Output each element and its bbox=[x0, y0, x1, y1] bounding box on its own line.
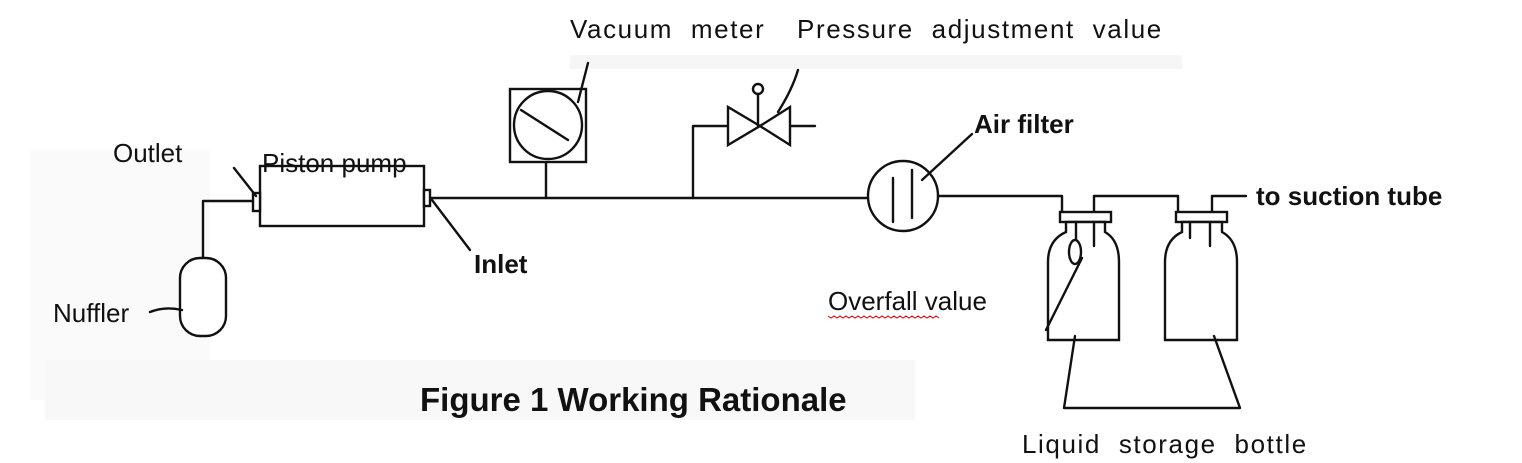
label-pressure-valve: Pressure adjustment value bbox=[797, 14, 1163, 44]
leader-liquid-storage-bottle bbox=[1062, 334, 1242, 410]
pump-inlet-port bbox=[422, 188, 432, 208]
scan-patch-top bbox=[570, 55, 1182, 69]
leader-inlet bbox=[430, 198, 472, 252]
label-vacuum-meter: Vacuum meter bbox=[570, 14, 765, 44]
filter-to-bottle-pipe bbox=[936, 194, 1064, 214]
label-inlet: Inlet bbox=[474, 249, 528, 279]
label-muffler: Nuffler bbox=[53, 298, 129, 328]
label-overfall-valve: Overfall value bbox=[828, 286, 987, 316]
valve-pipe bbox=[691, 124, 730, 200]
label-to-suction-tube: to suction tube bbox=[1256, 181, 1442, 211]
bottle-1-cap bbox=[1058, 210, 1113, 224]
overfall-valve bbox=[1067, 238, 1083, 266]
leader-outlet bbox=[232, 166, 258, 198]
leader-pressure-valve bbox=[776, 68, 800, 114]
leader-air-filter bbox=[920, 132, 974, 182]
air-filter bbox=[866, 159, 940, 233]
leader-vacuum-meter bbox=[576, 61, 590, 104]
figure-title: Figure 1 Working Rationale bbox=[420, 381, 847, 418]
leader-muffler bbox=[148, 307, 184, 314]
label-outlet: Outlet bbox=[113, 138, 183, 168]
bottle-2-cap bbox=[1174, 210, 1229, 224]
liquid-storage-bottle-2 bbox=[1163, 220, 1239, 342]
muffler bbox=[178, 256, 228, 338]
suction-tube-pipe bbox=[1210, 194, 1248, 214]
label-air-filter: Air filter bbox=[974, 109, 1074, 139]
valve-knob bbox=[751, 82, 765, 96]
bottle-link-pipe bbox=[1092, 194, 1180, 214]
spellcheck-underline bbox=[827, 315, 940, 319]
scan-patch-bottom bbox=[45, 360, 915, 420]
valve-body-right bbox=[757, 104, 792, 148]
label-liquid-storage-bottle: Liquid storage bottle bbox=[1022, 429, 1308, 459]
vacuum-meter-needle bbox=[519, 108, 570, 142]
liquid-storage-bottle-1 bbox=[1046, 220, 1121, 342]
valve-body-left bbox=[726, 104, 763, 148]
leader-overfall-valve bbox=[1044, 256, 1084, 332]
muffler-pipe bbox=[201, 199, 255, 264]
vacuum-meter-dial bbox=[512, 89, 584, 161]
label-piston-pump: Piston pump bbox=[262, 148, 407, 178]
